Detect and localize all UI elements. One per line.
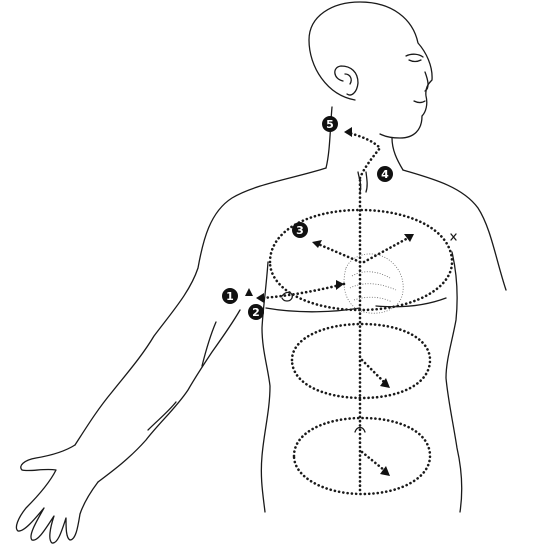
dotted-path-group (262, 132, 452, 494)
neck-path (346, 132, 380, 178)
throat-notch (366, 172, 367, 192)
step-marker-5: 5 (322, 116, 338, 132)
chest-to-armpit-path (262, 284, 344, 298)
chest-diagonal-ul (318, 244, 360, 262)
neck-right (392, 138, 403, 170)
hand (16, 445, 98, 543)
left-shoulder (75, 168, 326, 445)
bicep-line (202, 322, 216, 366)
lower-abdomen-oval (294, 418, 430, 494)
step-marker-2-number: 2 (252, 306, 260, 319)
forearm-line (148, 402, 176, 430)
eye-lid (409, 60, 421, 62)
step-marker-4: 4 (377, 166, 393, 182)
upper-arm-inner (98, 310, 240, 482)
arrowhead-chest-right (336, 280, 344, 290)
heart-shading (350, 272, 396, 302)
right-nipple (451, 234, 456, 240)
chest-diagonal-ur (364, 238, 408, 262)
step-marker-2: 2 (248, 304, 264, 320)
arrowhead-chest-ur (404, 234, 414, 242)
step-marker-5-number: 5 (326, 118, 334, 131)
step-marker-3: 3 (292, 222, 308, 238)
arrowhead-neck (344, 127, 352, 137)
arrowhead-armpit-up (245, 288, 253, 296)
abdomen-diagonal-2 (362, 452, 384, 470)
ear (335, 66, 358, 95)
mouth (414, 101, 425, 103)
human-figure-outline (16, 2, 506, 543)
eye (406, 54, 423, 57)
step-marker-1-number: 1 (226, 290, 234, 303)
step-marker-1: 1 (222, 288, 238, 304)
arrowhead-abdomen-1 (380, 378, 390, 388)
step-marker-3-number: 3 (296, 224, 304, 237)
abdomen-diagonal-1 (362, 360, 384, 382)
arrowhead-armpit (256, 293, 264, 303)
right-torso (446, 252, 462, 512)
ear-inner (345, 74, 351, 84)
right-shoulder (403, 170, 506, 290)
step-marker-4-number: 4 (381, 168, 389, 181)
underarm-curl (282, 292, 292, 301)
